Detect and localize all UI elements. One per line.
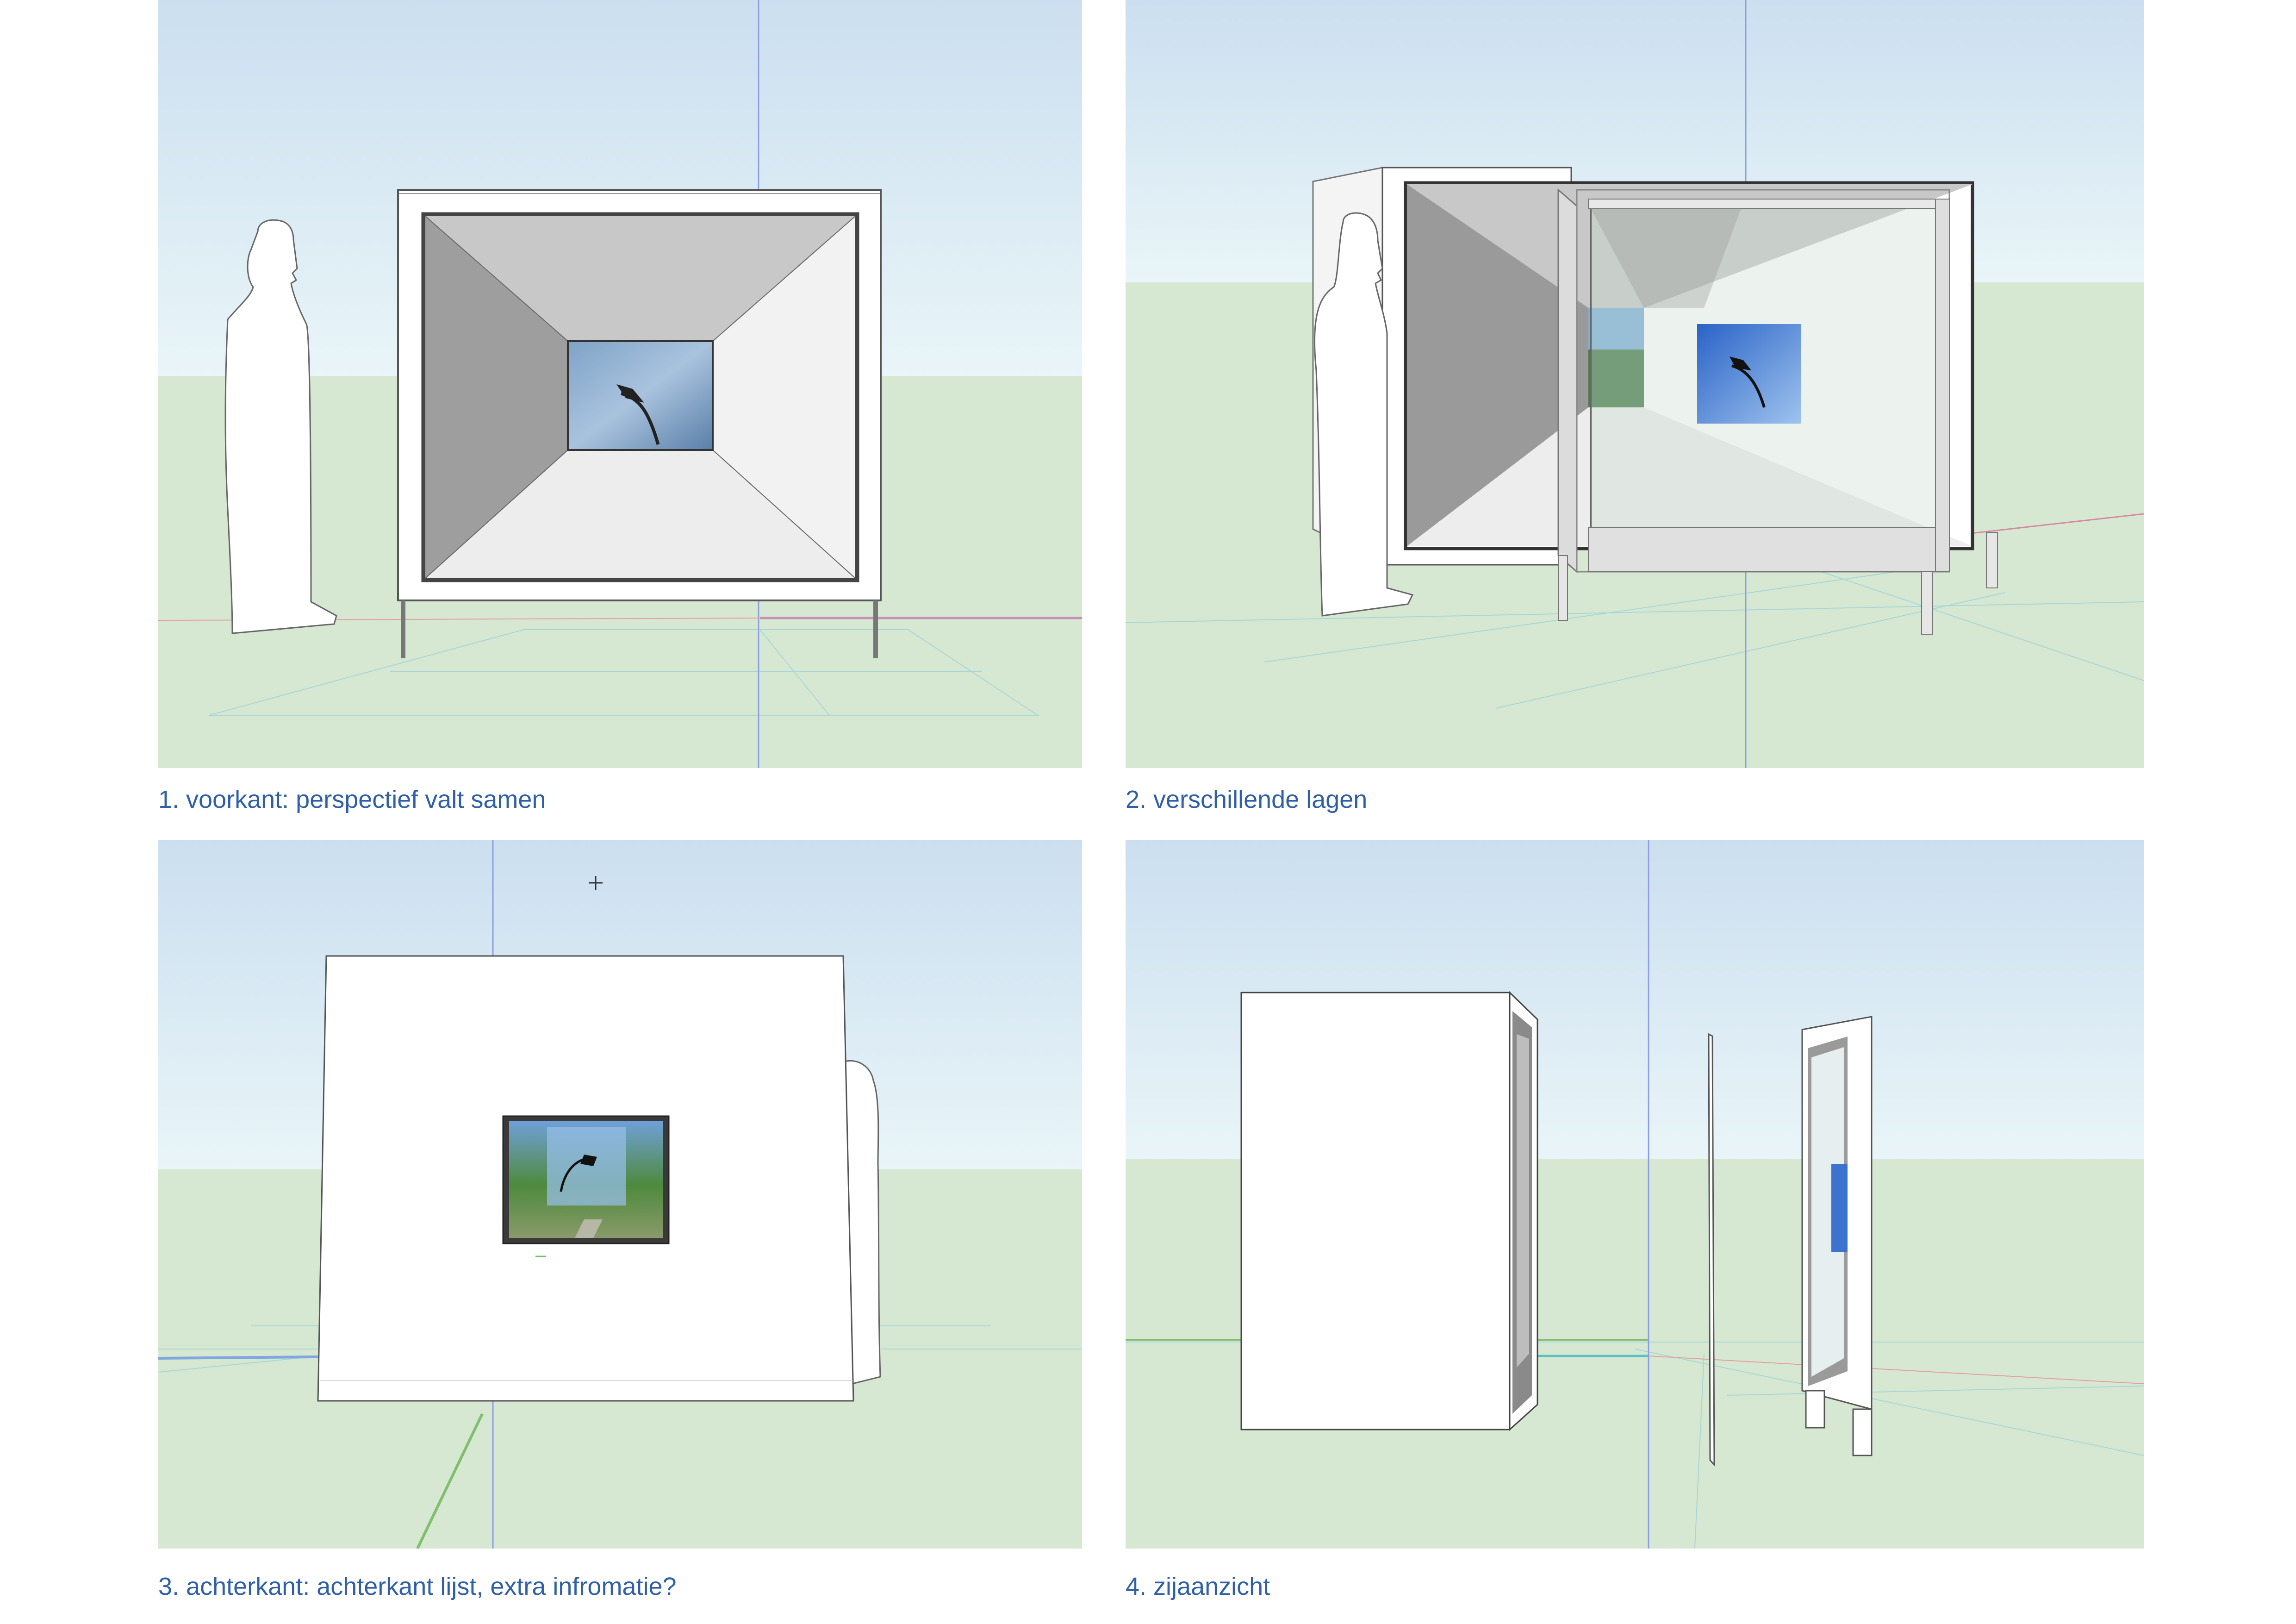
ground-grid: [1126, 555, 2144, 709]
ground-grid: [209, 629, 1039, 716]
crosshair-cursor-icon: [589, 876, 603, 890]
street-lamp-photo-icon: [567, 340, 714, 451]
caption-side-view: 4. zijaanzicht: [1126, 1573, 1270, 1600]
leg-right: [873, 600, 878, 658]
caption-front-view: 1. voorkant: perspectief valt samen: [158, 786, 546, 813]
viewport-front-view[interactable]: [158, 0, 1082, 768]
display-box-side[interactable]: [1240, 992, 1511, 1430]
person-silhouette-icon: [224, 219, 337, 634]
person-silhouette-icon: [842, 1060, 881, 1387]
caption-layers-view: 2. verschillende lagen: [1126, 786, 1368, 813]
person-silhouette-icon: [1313, 212, 1414, 617]
photo-plane[interactable]: [1708, 1033, 1715, 1467]
viewport-layers-view[interactable]: [1126, 0, 2144, 768]
caption-back-view: 3. achterkant: achterkant lijst, extra i…: [158, 1573, 677, 1600]
red-axis: [1648, 1355, 2144, 1384]
leg-left: [401, 600, 405, 658]
street-lamp-photo-icon: [1831, 1164, 1848, 1252]
street-lamp-photo-icon: [547, 1127, 626, 1206]
viewport-back-view[interactable]: [158, 840, 1082, 1549]
street-lamp-photo-icon: [1697, 324, 1801, 424]
viewport-side-view[interactable]: [1126, 840, 2144, 1549]
green-axis: [416, 1413, 484, 1549]
